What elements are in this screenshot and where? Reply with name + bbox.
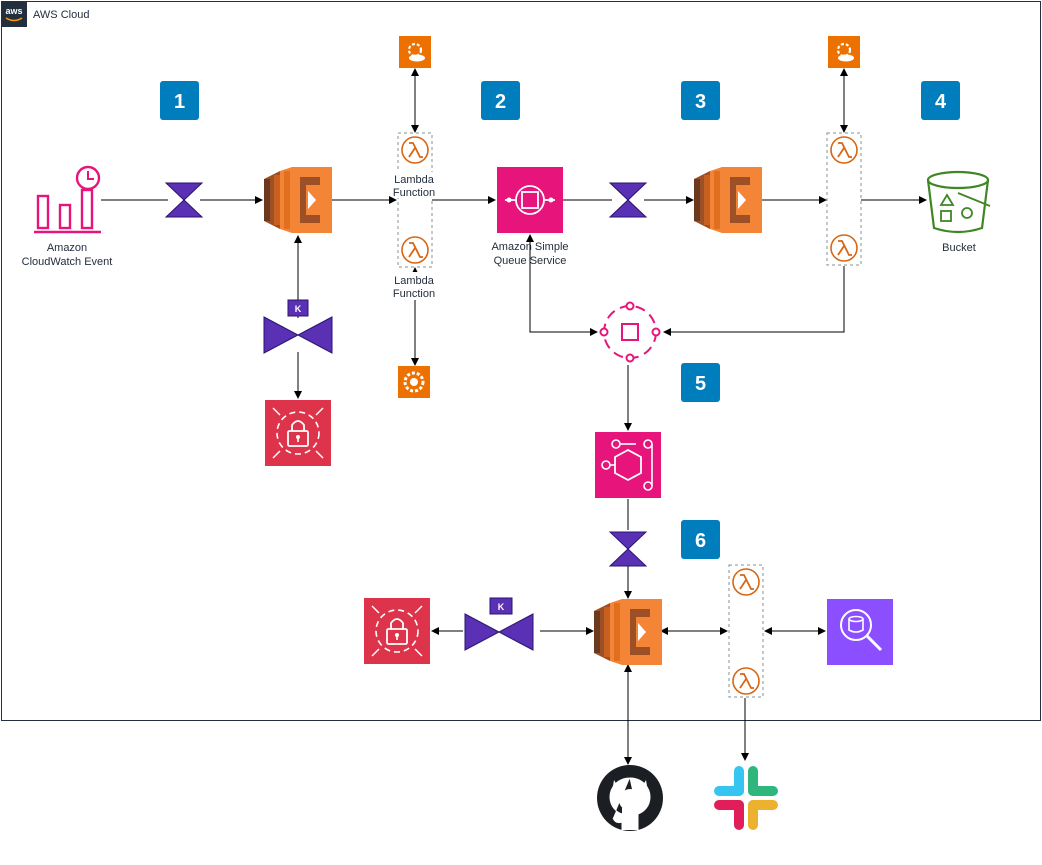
- s3-bucket-icon: [926, 170, 991, 234]
- svg-text:6: 6: [695, 530, 706, 552]
- cloudwatch-label-line2: CloudWatch Event: [22, 256, 113, 268]
- lambda-bottom-label-line1: Lambda: [394, 275, 435, 287]
- step-badge-5: 5: [681, 363, 720, 402]
- aws-cloud-label: AWS Cloud: [33, 9, 89, 21]
- lambda-icon: [694, 167, 762, 233]
- eventbridge-pipes-icon: [599, 301, 661, 363]
- lambda-bottom-label-line2: Function: [393, 288, 435, 300]
- secrets-manager-icon: [264, 399, 332, 467]
- svg-text:aws: aws: [5, 6, 22, 16]
- lambda-icon: [594, 599, 662, 665]
- lambda-function-icon: [830, 136, 858, 164]
- connectors: [101, 68, 927, 765]
- svg-text:2: 2: [495, 91, 506, 113]
- lambda-top-label-line1: Lambda: [394, 174, 435, 186]
- valve-icon: [609, 531, 647, 567]
- eventbridge-icon: [595, 432, 661, 498]
- lambda-group: [728, 564, 764, 698]
- slack-icon: [714, 766, 778, 830]
- kinesis-valve-icon: K: [263, 299, 333, 354]
- step-badge-2: 2: [481, 81, 520, 120]
- lambda-function-icon: [401, 236, 429, 264]
- api-gateway-icon: [826, 34, 862, 70]
- valve-icon: [165, 182, 203, 218]
- firehose-valve-icon: K: [464, 597, 534, 651]
- sqs-icon: [497, 167, 563, 233]
- lambda-group: [826, 132, 862, 266]
- lambda-function-icon: [732, 667, 760, 695]
- svg-text:4: 4: [935, 91, 947, 113]
- step-badge-1: 1: [160, 81, 199, 120]
- api-gateway-icon: [398, 366, 430, 398]
- svg-text:5: 5: [695, 373, 706, 395]
- cloudwatch-event-icon: [34, 165, 101, 234]
- aws-cloud-group: aws AWS Cloud: [1, 1, 1041, 721]
- step-badge-6: 6: [681, 520, 720, 559]
- aws-logo-icon: aws: [1, 1, 27, 27]
- step-badge-4: 4: [921, 81, 960, 120]
- github-icon: [597, 765, 663, 831]
- valve-icon: [609, 182, 647, 218]
- svg-text:K: K: [295, 304, 302, 314]
- api-gateway-icon: [397, 34, 433, 70]
- sqs-label-line2: Queue Service: [494, 255, 567, 267]
- step-badge-3: 3: [681, 81, 720, 120]
- lambda-function-icon: [830, 234, 858, 262]
- svg-text:1: 1: [174, 91, 185, 113]
- lambda-top-label-line2: Function: [393, 187, 435, 199]
- svg-text:K: K: [498, 602, 505, 612]
- secrets-manager-icon: [363, 597, 431, 665]
- bucket-label: Bucket: [942, 242, 976, 254]
- cloudwatch-label-line1: Amazon: [47, 242, 87, 254]
- lambda-function-icon: [401, 136, 429, 164]
- lambda-group: [397, 132, 433, 268]
- svg-text:3: 3: [695, 91, 706, 113]
- sqs-label-line1: Amazon Simple: [491, 241, 568, 253]
- lambda-function-icon: [732, 568, 760, 596]
- athena-icon: [827, 599, 893, 665]
- lambda-icon: [264, 167, 332, 233]
